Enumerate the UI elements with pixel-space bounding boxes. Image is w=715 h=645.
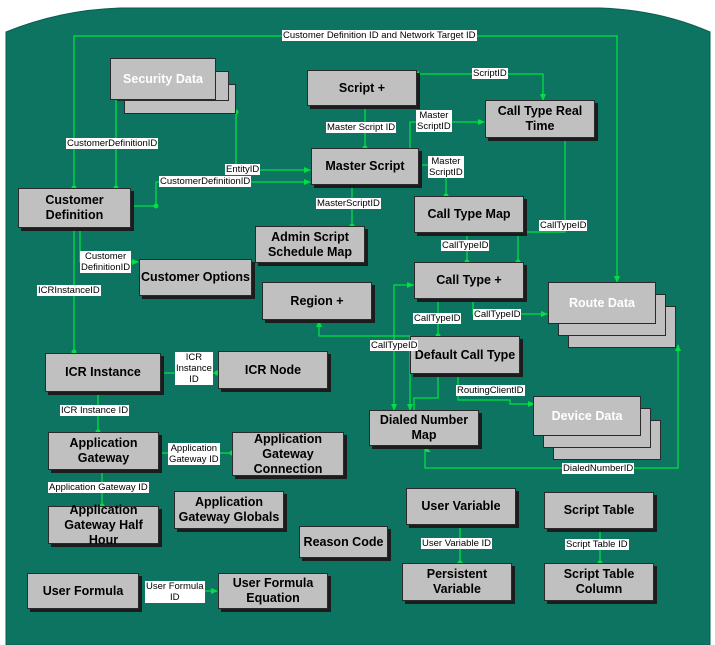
- label-call-type-id-1: CallTypeID: [539, 220, 588, 231]
- connector-region-dialednumber: [318, 321, 411, 410]
- label-customer-definition-id-1: CustomerDefinitionID: [66, 138, 159, 149]
- icr-node-box[interactable]: ICR Node: [218, 351, 328, 389]
- application-gateway-connection-box[interactable]: Application Gateway Connection: [232, 432, 344, 476]
- admin-script-schedule-map-box[interactable]: Admin Script Schedule Map: [255, 226, 365, 263]
- security-data-box[interactable]: Security Data: [110, 58, 216, 100]
- call-type-map-box[interactable]: Call Type Map: [414, 196, 524, 233]
- icr-instance-box[interactable]: ICR Instance: [45, 353, 161, 392]
- label-call-type-id-2: CallTypeID: [441, 240, 490, 251]
- reason-code-box[interactable]: Reason Code: [299, 526, 388, 558]
- device-data-stack: Device Data: [533, 396, 663, 462]
- route-data-stack: Route Data: [548, 282, 678, 348]
- connector-dialednumber-routedata: [424, 345, 679, 469]
- user-formula-box[interactable]: User Formula: [27, 573, 139, 609]
- label-icr-instance-id-2: ICR Instance ID: [175, 352, 213, 385]
- customer-options-box[interactable]: Customer Options: [139, 259, 252, 296]
- label-icr-instance-id-3: ICR Instance ID: [60, 405, 130, 416]
- label-user-formula-id: User Formula ID: [145, 581, 205, 603]
- connector-script-calltyperealtime: [417, 73, 544, 100]
- master-script-box[interactable]: Master Script: [311, 148, 419, 185]
- connector-security-master: [235, 112, 310, 171]
- application-gateway-globals-box[interactable]: Application Gateway Globals: [174, 491, 284, 529]
- label-call-type-id-5: CallTypeID: [370, 340, 419, 351]
- route-data-box[interactable]: Route Data: [548, 282, 656, 324]
- call-type-real-time-box[interactable]: Call Type Real Time: [485, 100, 595, 138]
- call-type-box[interactable]: Call Type +: [414, 262, 524, 299]
- connector-calltyperealtime-calltype: [517, 138, 566, 262]
- dialed-number-map-box[interactable]: Dialed Number Map: [369, 410, 479, 446]
- connector-master-calltyperealtime: [409, 121, 484, 148]
- user-formula-equation-box[interactable]: User Formula Equation: [218, 573, 328, 609]
- region-box[interactable]: Region +: [262, 282, 372, 320]
- label-customer-definition-network-target-id: Customer Definition ID and Network Targe…: [282, 30, 477, 41]
- label-icr-instance-id-1: ICRInstanceID: [37, 285, 101, 296]
- label-routing-client-id: RoutingClientID: [456, 385, 525, 396]
- script-table-column-box[interactable]: Script Table Column: [544, 563, 654, 601]
- user-variable-box[interactable]: User Variable: [406, 488, 516, 525]
- label-call-type-id-4: CallTypeID: [413, 313, 462, 324]
- device-data-box[interactable]: Device Data: [533, 396, 641, 436]
- script-table-box[interactable]: Script Table: [544, 492, 654, 529]
- label-master-script-id-1: Master Script ID: [326, 122, 397, 133]
- connector-defaultcalltype-dialednumber: [413, 374, 439, 410]
- persistent-variable-box[interactable]: Persistent Variable: [402, 563, 512, 601]
- label-customer-definition-id-2: CustomerDefinitionID: [159, 176, 252, 187]
- label-application-gateway-id-1: Application Gateway ID: [168, 443, 220, 465]
- application-gateway-half-hour-box[interactable]: Application Gateway Half Hour: [48, 503, 159, 547]
- label-script-table-id: Script Table ID: [565, 539, 629, 550]
- label-customer-definition-id-3: Customer DefinitionID: [80, 251, 132, 273]
- label-entity-id: EntityID: [225, 164, 261, 175]
- label-master-script-id-2: Master ScriptID: [416, 110, 452, 132]
- application-gateway-box[interactable]: Application Gateway: [48, 432, 159, 470]
- label-master-script-id-3: Master ScriptID: [428, 156, 464, 178]
- label-master-script-id-4: MasterScriptID: [316, 198, 381, 209]
- label-call-type-id-3: CallTypeID: [473, 309, 522, 320]
- label-user-variable-id: User Variable ID: [421, 538, 492, 549]
- customer-definition-box[interactable]: Customer Definition: [18, 188, 131, 228]
- label-script-id: ScriptID: [472, 68, 508, 79]
- script-box[interactable]: Script +: [307, 70, 417, 106]
- security-data-stack: Security Data: [110, 58, 238, 116]
- default-call-type-box[interactable]: Default Call Type: [410, 336, 520, 374]
- label-application-gateway-id-2: Application Gateway ID: [48, 482, 149, 493]
- label-dialed-number-id: DialedNumberID: [562, 463, 635, 474]
